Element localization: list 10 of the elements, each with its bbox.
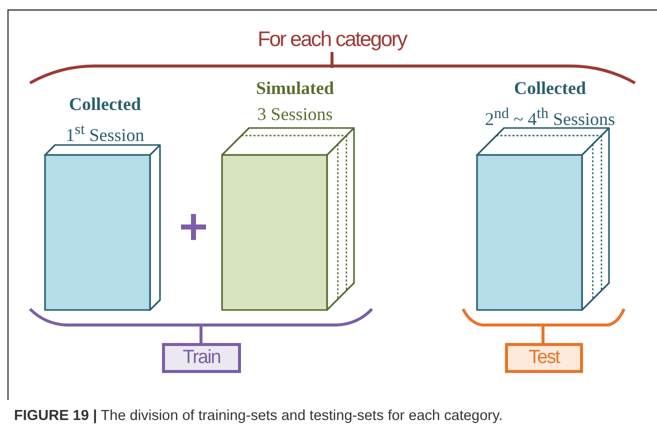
heading: Simulated [256,77,334,100]
subheading: 3 Sessions [257,103,333,126]
label-box: Test [505,343,583,373]
figure-caption: FIGURE 19 | The division of training-sets and testing-sets for each category. [14,408,503,424]
subheading: 1$^{st}$ Session [66,121,144,147]
label-box: Train [162,343,241,373]
heading: Collected [514,77,586,100]
heading: Collected [69,93,141,116]
heading: For each category [256,28,408,52]
subheading: 2$^{nd}$ ~ 4$^{th}$ Sessions [485,105,615,131]
